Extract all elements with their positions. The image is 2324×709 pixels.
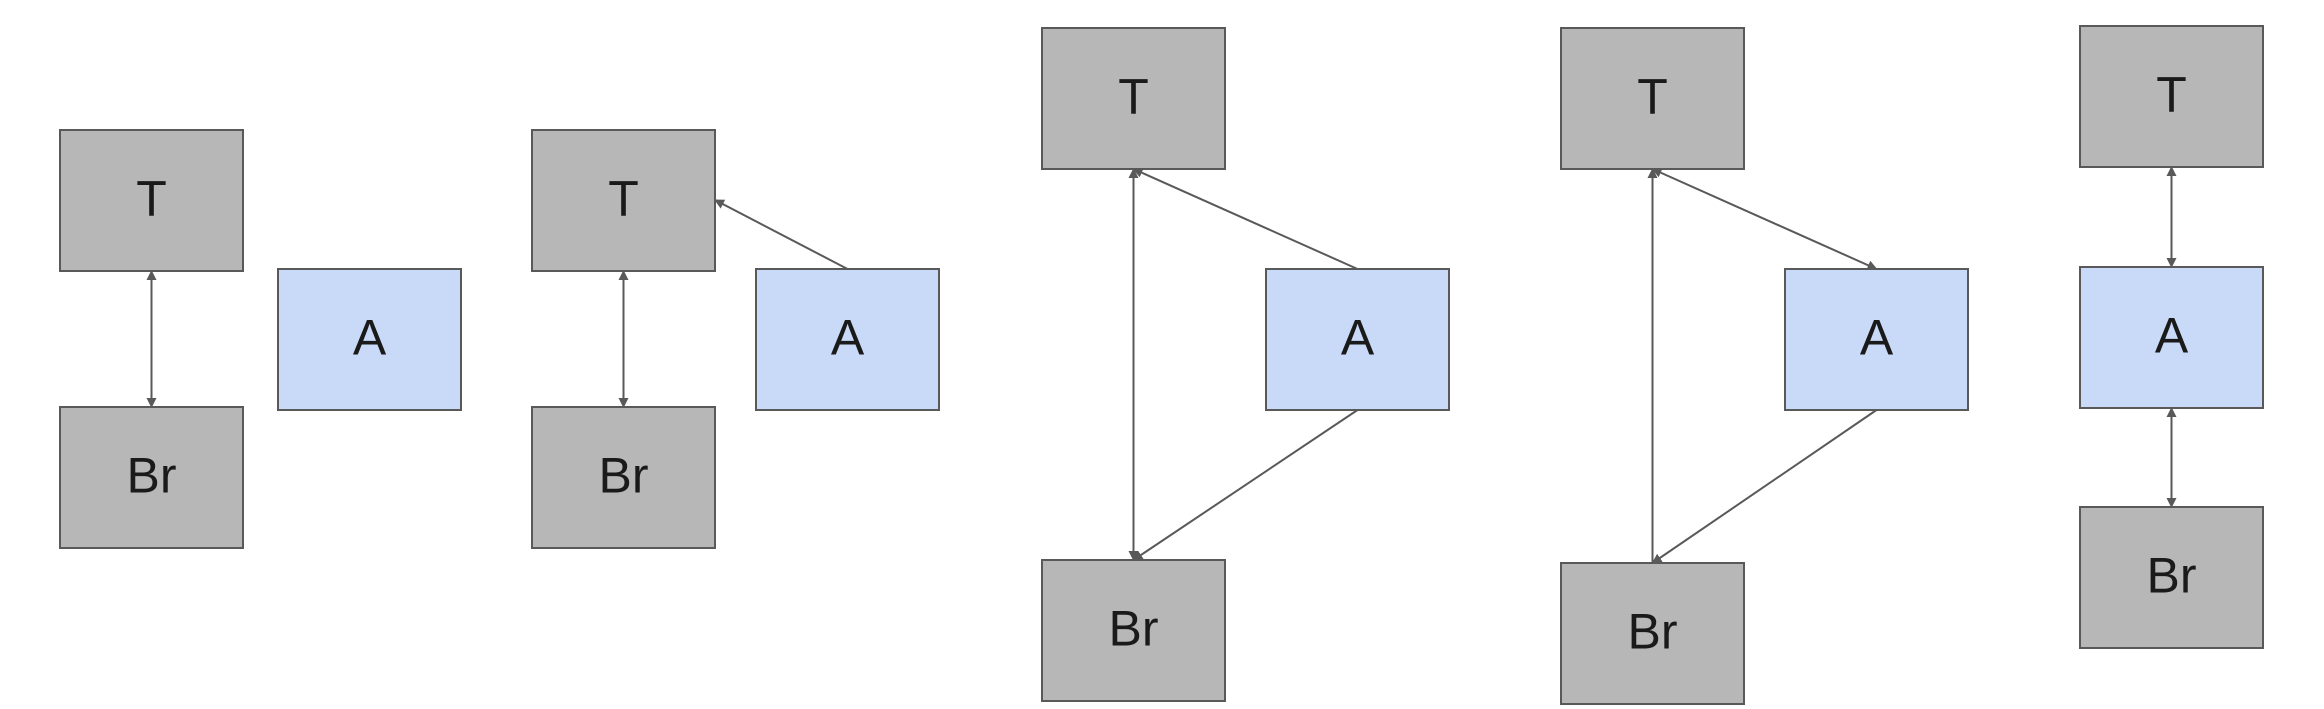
diagram-1-nodes: T A Br [59, 129, 462, 549]
node-br-box [2079, 506, 2264, 649]
edge-a-t [714, 199, 848, 270]
edge-a-br [1132, 409, 1359, 561]
node-a-label: A [831, 310, 865, 366]
diagram-2 [618, 199, 848, 408]
node-a-label: A [1860, 310, 1894, 366]
diagram-3-nodes: T A Br [1041, 27, 1450, 702]
edge-a-br [1651, 409, 1878, 564]
node-t-box [531, 129, 716, 272]
diagram-4 [1647, 168, 1878, 564]
node-br-label: Br [1109, 601, 1159, 657]
node-t-box [59, 129, 244, 272]
node-a-box [1784, 268, 1969, 411]
node-t-label: T [608, 171, 639, 227]
edge-t-a [1651, 168, 1878, 270]
node-br-label: Br [127, 448, 177, 504]
edge-a-t [1132, 168, 1358, 270]
node-br-label: Br [599, 448, 649, 504]
node-br-box [1041, 559, 1226, 702]
node-a-label: A [2155, 308, 2189, 364]
node-br-box [531, 406, 716, 549]
node-br-label: Br [1628, 604, 1678, 660]
node-a-box [2079, 266, 2264, 409]
nodes-layer: T A Br T A Br T A Br T A Br T A Br [59, 25, 2264, 705]
node-br-box [1560, 562, 1745, 705]
node-t-box [1041, 27, 1226, 170]
node-br-box [59, 406, 244, 549]
node-t-label: T [136, 171, 167, 227]
node-a-box [1265, 268, 1450, 411]
node-a-box [277, 268, 462, 411]
node-a-box [755, 268, 940, 411]
node-t-label: T [2156, 67, 2187, 123]
diagram-4-nodes: T A Br [1560, 27, 1969, 705]
node-t-box [2079, 25, 2264, 168]
node-t-box [1560, 27, 1745, 170]
diagram-2-nodes: T A Br [531, 129, 940, 549]
edges-layer [146, 166, 2177, 564]
node-t-label: T [1637, 69, 1668, 125]
node-t-label: T [1118, 69, 1149, 125]
node-a-label: A [353, 310, 387, 366]
diagram-3 [1128, 168, 1359, 561]
diagram-5-nodes: T A Br [2079, 25, 2264, 649]
node-a-label: A [1341, 310, 1375, 366]
node-br-label: Br [2147, 548, 2197, 604]
